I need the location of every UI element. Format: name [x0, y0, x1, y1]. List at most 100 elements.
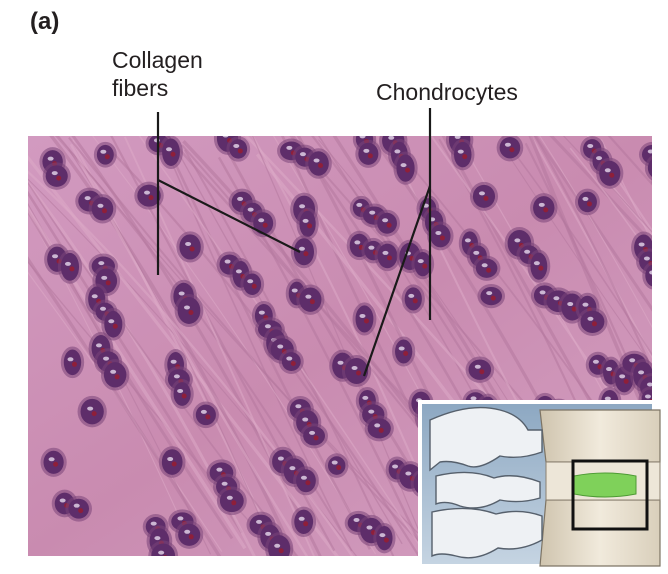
chondrocyte: [308, 151, 329, 176]
chondrocyte: [367, 418, 391, 439]
chondrocyte-cluster: [134, 181, 164, 210]
disc-highlight: [573, 472, 637, 498]
nucleus: [290, 361, 296, 367]
chondrocyte: [454, 141, 472, 168]
chondrocyte: [355, 305, 374, 333]
chondrocyte-cluster: [445, 136, 475, 171]
cell-highlight: [582, 302, 589, 307]
nucleus: [104, 154, 110, 160]
cell-highlight: [382, 250, 389, 255]
cell-highlight: [200, 409, 207, 414]
cell-highlight: [47, 156, 54, 161]
cell-highlight: [91, 294, 98, 299]
upper-vertebral-process: [429, 406, 543, 472]
nucleus: [659, 167, 664, 172]
chondrocyte: [63, 349, 82, 376]
collagen-fiber: [533, 136, 652, 373]
cell-highlight: [356, 202, 363, 207]
cell-highlight: [299, 152, 306, 157]
nucleus: [303, 251, 309, 257]
chondrocyte: [68, 498, 90, 519]
cell-highlight: [661, 176, 667, 180]
cell-highlight: [454, 136, 461, 139]
cell-highlight: [258, 218, 265, 223]
cell-highlight: [101, 275, 108, 280]
cell-highlight: [351, 366, 358, 371]
cell-highlight: [295, 404, 302, 409]
collagen-fiber: [68, 137, 435, 556]
chondrocyte: [177, 297, 201, 324]
chondrocyte-cluster: [346, 230, 401, 272]
chondrocyte: [253, 212, 274, 235]
chondrocyte-cluster: [574, 188, 600, 216]
chondrocyte: [91, 197, 114, 221]
cell-highlight: [216, 467, 223, 472]
chondrocyte: [655, 170, 668, 192]
chondrocyte-cluster: [379, 136, 418, 185]
cell-highlight: [457, 149, 464, 154]
chondrocyte: [468, 359, 492, 380]
cell-highlight: [368, 245, 375, 250]
nucleus: [278, 548, 284, 554]
cell-highlight: [388, 136, 395, 140]
nucleus: [405, 167, 411, 173]
cell-highlight: [398, 346, 405, 351]
cell-highlight: [98, 261, 105, 266]
collagen-fibers-label: Collagen fibers: [112, 46, 203, 102]
cell-highlight: [486, 291, 493, 296]
nucleus: [439, 235, 445, 241]
nucleus: [509, 147, 515, 153]
cell-highlight: [313, 158, 320, 163]
cell-highlight: [150, 521, 157, 526]
chondrocyte: [358, 142, 379, 165]
leader-lines: [156, 108, 432, 377]
cell-highlight: [587, 316, 594, 321]
cell-highlight: [108, 319, 115, 324]
cell-highlight: [473, 250, 480, 255]
cell-highlight: [596, 156, 603, 161]
cell-highlight: [183, 305, 190, 310]
nucleus: [383, 537, 389, 543]
cell-highlight: [277, 456, 284, 461]
collagen-label-line2: fibers: [112, 75, 169, 101]
nucleus: [105, 280, 111, 286]
collagen-fiber: [584, 154, 652, 237]
cell-highlight: [629, 358, 636, 363]
cell-highlight: [408, 293, 415, 298]
cell-highlight: [470, 396, 477, 401]
cell-highlight: [97, 203, 104, 208]
cell-highlight: [369, 210, 376, 215]
chondrocyte: [327, 456, 346, 475]
chondrocyte-cluster: [344, 510, 396, 554]
chondrocyte-cluster: [206, 459, 247, 516]
cell-highlight: [405, 471, 412, 476]
chondrocyte: [533, 196, 555, 220]
cell-highlight: [524, 249, 531, 254]
nucleus: [91, 411, 97, 417]
chondrocyte: [179, 234, 201, 260]
nucleus: [170, 151, 176, 157]
chondrocyte-cluster: [246, 511, 294, 556]
collagen-fiber: [430, 136, 652, 457]
nucleus: [101, 208, 107, 214]
collagen-fiber: [28, 211, 188, 535]
cell-highlight: [256, 519, 263, 524]
chondrocyte-cluster: [60, 346, 85, 379]
cell-highlight: [553, 296, 560, 301]
cell-highlight: [649, 270, 652, 275]
chondrocyte-cluster: [290, 192, 319, 241]
chondrocyte: [641, 144, 652, 165]
nucleus: [112, 323, 118, 329]
cell-highlight: [606, 367, 613, 372]
cell-highlight: [170, 359, 177, 364]
cell-highlight: [110, 369, 117, 374]
chondrocyte: [530, 252, 548, 280]
cell-highlight: [87, 406, 94, 411]
cell-highlight: [643, 256, 650, 261]
cell-highlight: [481, 263, 488, 268]
nucleus: [367, 153, 373, 159]
cell-highlight: [514, 238, 521, 243]
chondrocyte: [377, 243, 398, 269]
nucleus: [356, 370, 362, 376]
cell-highlight: [286, 145, 293, 150]
